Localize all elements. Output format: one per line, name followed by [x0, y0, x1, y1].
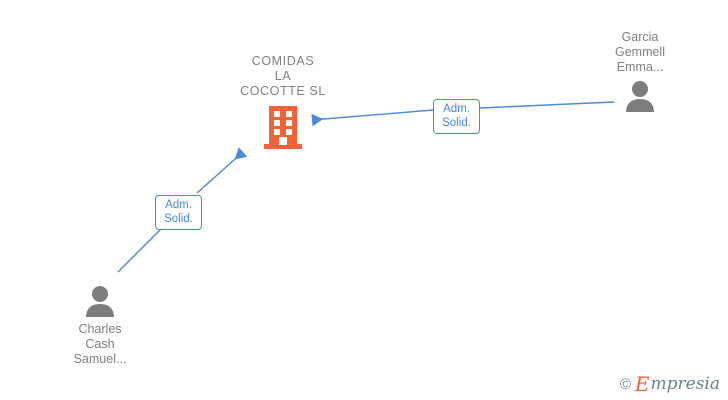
copyright-icon: © — [619, 375, 631, 393]
company-name-label: COMIDAS LA COCOTTE SL — [240, 54, 326, 98]
person-icon[interactable] — [83, 285, 117, 317]
person-name-label-top-right: Garcia Gemmell Emma... — [614, 30, 665, 74]
building-icon[interactable] — [263, 104, 303, 150]
person-node-bottom-left[interactable]: Charles Cash Samuel... — [45, 285, 155, 367]
edge-label-top-right[interactable]: Adm. Solid. — [433, 99, 480, 134]
edge-line-bottom-left-inner — [196, 147, 248, 194]
person-icon[interactable] — [623, 80, 657, 112]
edge-label-bottom-left[interactable]: Adm. Solid. — [155, 195, 202, 230]
watermark: © E mpresia — [620, 374, 720, 394]
person-name-label-bottom-left: Charles Cash Samuel... — [73, 322, 127, 366]
company-node[interactable]: COMIDAS LA COCOTTE SL — [213, 54, 353, 155]
brand-name: mpresia — [650, 373, 721, 394]
brand-initial: E — [634, 372, 650, 396]
person-node-top-right[interactable]: Garcia Gemmell Emma... — [585, 30, 695, 112]
edge-line-bottom-left-outer — [117, 227, 163, 273]
